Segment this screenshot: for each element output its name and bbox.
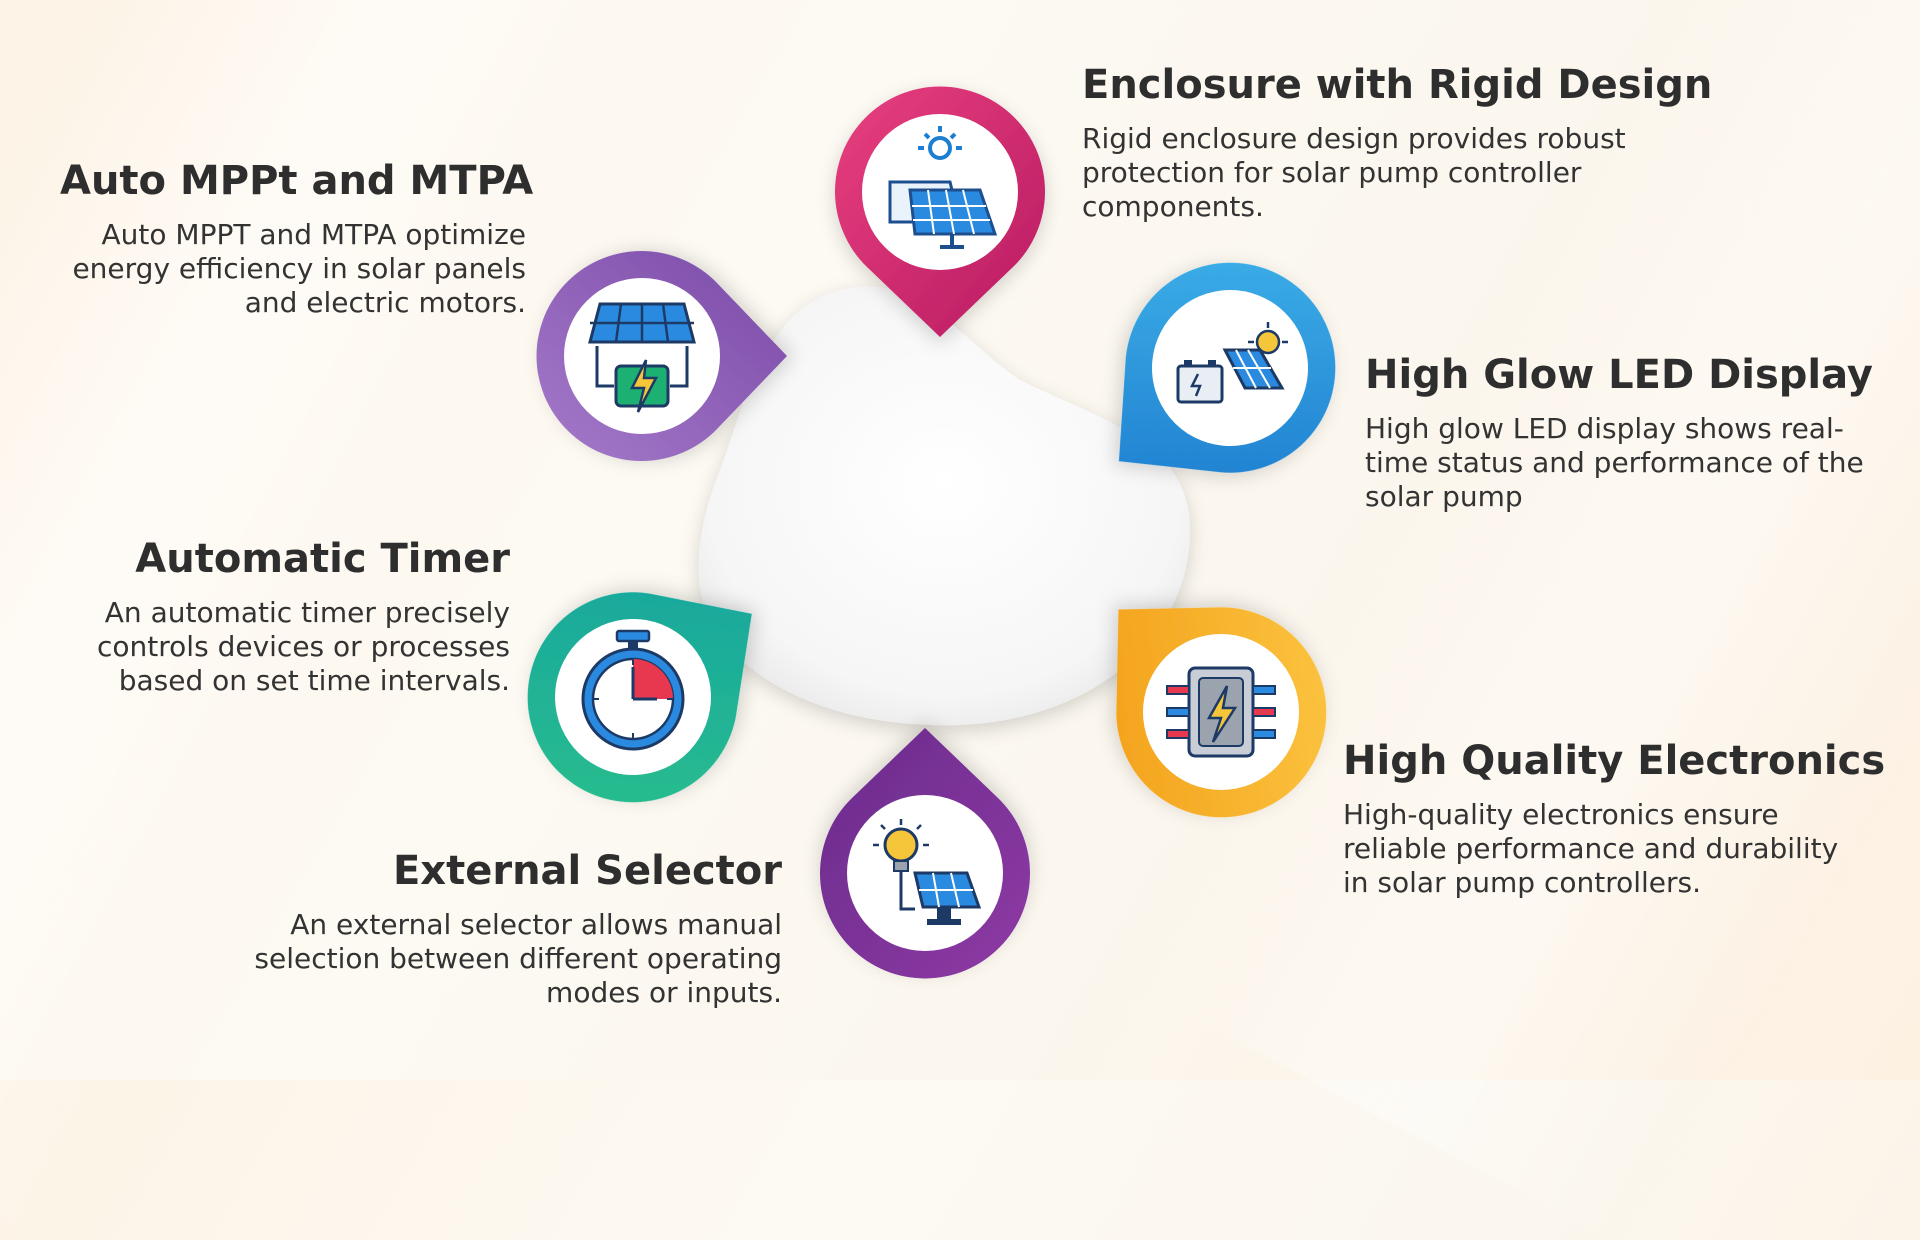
feature-description: Rigid enclosure design provides robust p… — [1082, 122, 1626, 223]
feature-title: High Quality Electronics — [1343, 738, 1886, 784]
stopwatch-icon — [581, 629, 685, 751]
center-blob — [698, 286, 1190, 726]
feature-title: Enclosure with Rigid Design — [1082, 62, 1713, 108]
feature-title: High Glow LED Display — [1365, 352, 1873, 398]
feature-mppt: Auto MPPt and MTPA Auto MPPT and MTPA op… — [60, 158, 534, 320]
pin-led — [1118, 262, 1336, 473]
pin-selector — [820, 728, 1030, 979]
feature-description: High-quality electronics ensure reliable… — [1343, 798, 1839, 899]
feature-led: High Glow LED Display High glow LED disp… — [1365, 352, 1885, 514]
feature-electronics: High Quality Electronics High-quality el… — [1343, 738, 1893, 900]
feature-title: External Selector — [392, 848, 782, 894]
feature-enclosure: Enclosure with Rigid Design Rigid enclos… — [1082, 62, 1713, 224]
feature-diagram — [527, 86, 1336, 979]
feature-selector: External Selector An external selector a… — [240, 848, 782, 1010]
battery-solar-sun-icon — [1176, 322, 1288, 404]
feature-description: Auto MPPT and MTPA optimize energy effic… — [72, 218, 526, 319]
circuit-box-icon — [1166, 666, 1276, 758]
solar-panels-sun-icon — [888, 126, 998, 249]
feature-description: High glow LED display shows real-time st… — [1365, 412, 1864, 513]
feature-title: Auto MPPt and MTPA — [60, 158, 534, 204]
feature-description: An automatic timer precisely controls de… — [97, 596, 510, 697]
feature-title: Automatic Timer — [135, 536, 510, 582]
feature-timer: Automatic Timer An automatic timer preci… — [80, 536, 510, 698]
bulb-solar-panel-icon — [873, 819, 982, 925]
solar-panel-battery-icon — [588, 302, 696, 413]
feature-description: An external selector allows manual selec… — [254, 908, 782, 1009]
